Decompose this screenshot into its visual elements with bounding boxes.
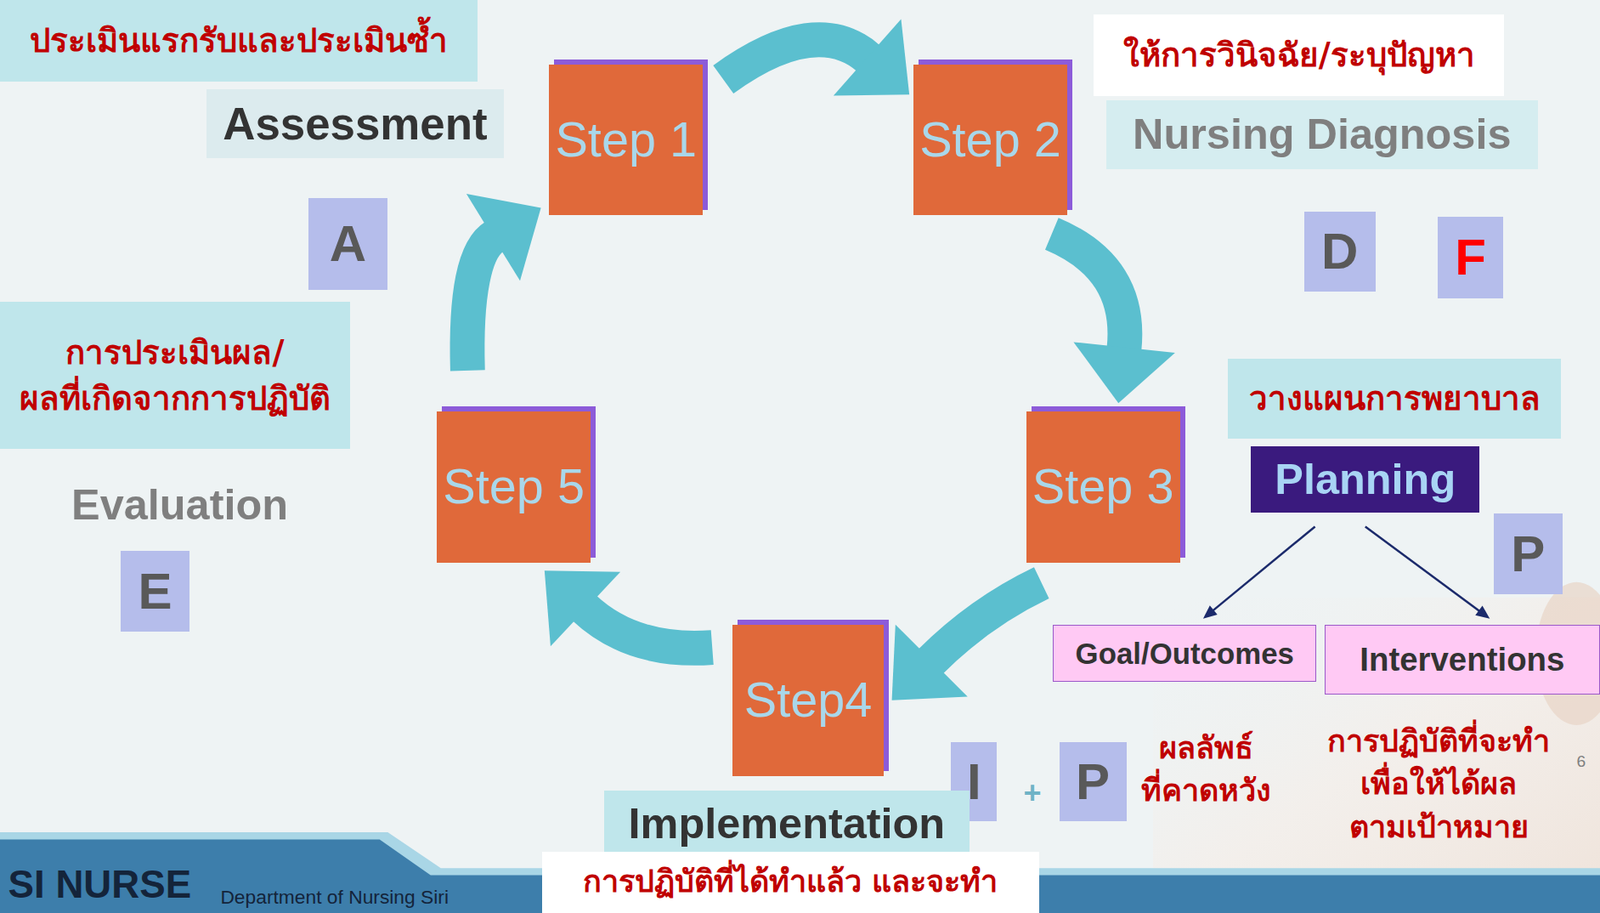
arrowhead (892, 624, 968, 701)
cycle-arrow (1051, 233, 1176, 403)
letter-tile: E (120, 550, 191, 632)
cycle-arrow (466, 193, 542, 371)
node-text: Implementation (628, 794, 946, 853)
arrow-shaft (467, 236, 495, 371)
cycle-arrow (723, 18, 910, 96)
slide-number: 6 (1576, 750, 1586, 773)
arrow-shaft (723, 39, 869, 80)
thai-note: การปฏิบัติที่จะทำ เพื่อให้ได้ผล ตามเป้าห… (1327, 719, 1550, 849)
node-text: ให้การวินิจฉัย/ระบุปัญหา (1123, 33, 1476, 78)
text-line: ผลที่เกิดจากการปฏิบัติ (19, 375, 331, 422)
node-text: Assessment (222, 93, 487, 154)
step-box: Step 5 (436, 411, 591, 563)
thai-caption-box: วางแผนการพยาบาล (1227, 358, 1562, 440)
phase-title: Nursing Diagnosis (1106, 100, 1538, 170)
letter-tile: P (1493, 513, 1562, 594)
branch-arrow (1365, 525, 1491, 618)
branch-arrow (1203, 525, 1316, 618)
planning-box: Planning (1250, 446, 1480, 513)
node-text: Step 1 (554, 107, 697, 174)
text-line: ผลลัพธ์ (1141, 726, 1272, 769)
step-box: Step4 (732, 624, 884, 776)
phase-title: Assessment (206, 89, 505, 159)
thai-caption-box: ประเมินแรกรับและประเมินซ้ำ (0, 0, 478, 82)
cycle-arrow (544, 570, 713, 648)
phase-title: Evaluation (71, 475, 289, 534)
planning-part-box: Interventions (1324, 624, 1600, 695)
thai-note: ผลลัพธ์ ที่คาดหวัง (1141, 726, 1272, 813)
node-text: Step 5 (442, 453, 585, 521)
brand-name: SI NURSE (8, 858, 193, 911)
arrow-shaft (1212, 525, 1316, 611)
step-box: Step 1 (548, 64, 703, 216)
plus-sign: + (1023, 772, 1041, 815)
text-line: ที่คาดหวัง (1141, 768, 1272, 812)
thai-caption-box: การปฏิบัติที่ได้ทำแล้ว และจะทำ (542, 851, 1040, 913)
node-text: การประเมินผล/ ผลที่เกิดจากการปฏิบัติ (19, 329, 331, 422)
node-text: Nursing Diagnosis (1132, 105, 1511, 164)
letter-tile: D (1304, 211, 1376, 293)
step-box: Step 3 (1026, 411, 1181, 563)
node-text: Step 3 (1032, 453, 1175, 521)
node-text: Interventions (1359, 637, 1565, 682)
node-text: F (1454, 222, 1487, 292)
arrow-shaft (1051, 233, 1126, 350)
arrowhead (833, 18, 910, 96)
arrowhead (1203, 604, 1218, 619)
node-text: A (329, 209, 367, 278)
node-text: D (1321, 216, 1358, 286)
text-line: การประเมินผล/ (19, 329, 331, 376)
arrowhead (466, 193, 542, 281)
arrowhead (544, 570, 621, 646)
node-text: Step4 (744, 667, 873, 734)
phase-title: Implementation (604, 790, 970, 857)
letter-tile: P (1059, 741, 1127, 820)
cycle-arrow (892, 582, 1042, 701)
node-text: P (1075, 746, 1110, 816)
node-text: Planning (1274, 450, 1456, 509)
footer-text: Department of Nursing Siri (220, 883, 449, 911)
arrowhead (1475, 605, 1490, 619)
node-text: วางแผนการพยาบาล (1249, 376, 1541, 421)
node-text: P (1510, 519, 1545, 588)
node-text: Goal/Outcomes (1075, 633, 1295, 673)
text-line: เพื่อให้ได้ผล (1327, 762, 1550, 805)
node-text: การปฏิบัติที่ได้ทำแล้ว และจะทำ (582, 860, 999, 903)
text-line: การปฏิบัติที่จะทำ (1327, 719, 1550, 763)
thai-caption-box: ให้การวินิจฉัย/ระบุปัญหา (1093, 14, 1504, 97)
text-line: ตามเป้าหมาย (1327, 805, 1550, 849)
arrow-shaft (584, 607, 713, 648)
node-text: E (138, 556, 173, 626)
letter-tile: A (308, 197, 389, 290)
arrow-shaft (930, 582, 1042, 662)
thai-caption-box: การประเมินผล/ ผลที่เกิดจากการปฏิบัติ (0, 301, 351, 449)
arrow-shaft (1365, 525, 1481, 611)
node-text: Step 2 (919, 107, 1062, 174)
step-box: Step 2 (913, 64, 1068, 216)
arrowhead (1073, 341, 1175, 403)
letter-tile: F (1437, 216, 1504, 299)
planning-part-box: Goal/Outcomes (1052, 624, 1317, 682)
node-text: ประเมินแรกรับและประเมินซ้ำ (29, 18, 448, 63)
